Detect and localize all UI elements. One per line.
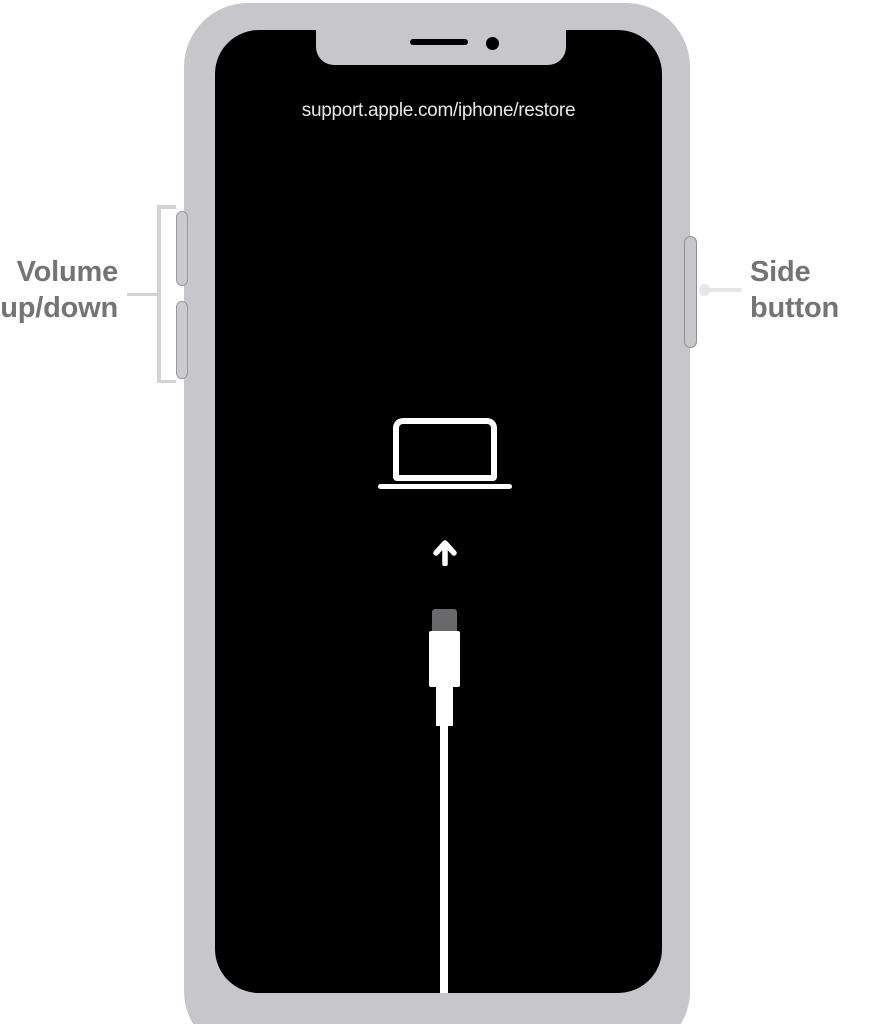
- front-camera-icon: [486, 37, 499, 50]
- side-button: [684, 236, 697, 348]
- volume-label-line2: up/down: [0, 292, 118, 324]
- volume-down-button: [176, 301, 188, 379]
- restore-url-text: support.apple.com/iphone/restore: [301, 100, 576, 121]
- volume-bracket-vertical: [157, 205, 161, 383]
- side-label-line1: Side: [750, 256, 811, 288]
- lightning-cable-icon-housing: [428, 631, 460, 687]
- volume-bracket-bottom-arm: [157, 379, 176, 383]
- volume-bracket-top-arm: [157, 205, 176, 209]
- volume-up-button: [176, 211, 188, 286]
- laptop-icon: [392, 418, 497, 481]
- volume-bracket-connector: [127, 292, 158, 296]
- volume-label: Volume up/down: [0, 254, 118, 326]
- side-label: Side button: [750, 254, 839, 326]
- laptop-icon-base: [378, 483, 512, 489]
- arrow-up-icon: [432, 540, 457, 566]
- side-label-line2: button: [750, 292, 839, 324]
- notch: [316, 30, 566, 65]
- lightning-cable-icon-tip: [431, 609, 457, 631]
- iphone-screen: support.apple.com/iphone/restore: [215, 30, 662, 993]
- earpiece-speaker-icon: [410, 39, 468, 45]
- side-leader-line: [704, 287, 742, 292]
- lightning-cable-icon-cord: [439, 726, 449, 993]
- lightning-cable-icon-neck: [435, 687, 453, 726]
- volume-label-line1: Volume: [16, 256, 119, 288]
